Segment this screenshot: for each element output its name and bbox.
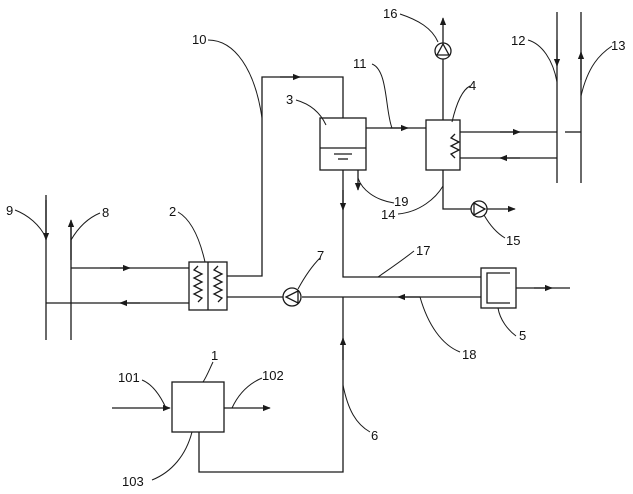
line-6: [198, 297, 344, 473]
labels: 1 2 3 4 5 6 7 8 9 10 11 12 13 14 15 16 1…: [6, 6, 625, 489]
label-18: 18: [462, 347, 476, 362]
label-4: 4: [469, 78, 476, 93]
label-15: 15: [506, 233, 520, 248]
label-10: 10: [192, 32, 206, 47]
collector-5: [480, 267, 517, 309]
label-1: 1: [211, 348, 218, 363]
label-12: 12: [511, 33, 525, 48]
line-14: [442, 170, 472, 210]
left-pipes: [42, 195, 75, 340]
right-pipes: [553, 12, 585, 183]
pump-16: [434, 42, 452, 60]
leader-lines: [14, 13, 613, 481]
label-11: 11: [353, 56, 367, 71]
heat-exchanger-2: [188, 261, 228, 311]
label-101: 101: [118, 370, 140, 385]
label-16: 16: [383, 6, 397, 21]
label-19: 19: [394, 194, 408, 209]
label-103: 103: [122, 474, 144, 489]
label-14: 14: [381, 207, 395, 222]
line-10: [227, 76, 344, 277]
label-102: 102: [262, 368, 284, 383]
label-8: 8: [102, 205, 109, 220]
pump-7: [282, 287, 302, 307]
heat-exchanger-4: [425, 119, 461, 171]
label-7: 7: [317, 248, 324, 263]
label-2: 2: [169, 204, 176, 219]
tank-3: [319, 117, 367, 171]
line-17: [342, 170, 485, 278]
label-6: 6: [371, 428, 378, 443]
label-17: 17: [416, 243, 430, 258]
label-3: 3: [286, 92, 293, 107]
label-9: 9: [6, 203, 13, 218]
unit-1: [171, 381, 225, 433]
label-5: 5: [519, 328, 526, 343]
pump-15: [470, 200, 488, 218]
label-13: 13: [611, 38, 625, 53]
